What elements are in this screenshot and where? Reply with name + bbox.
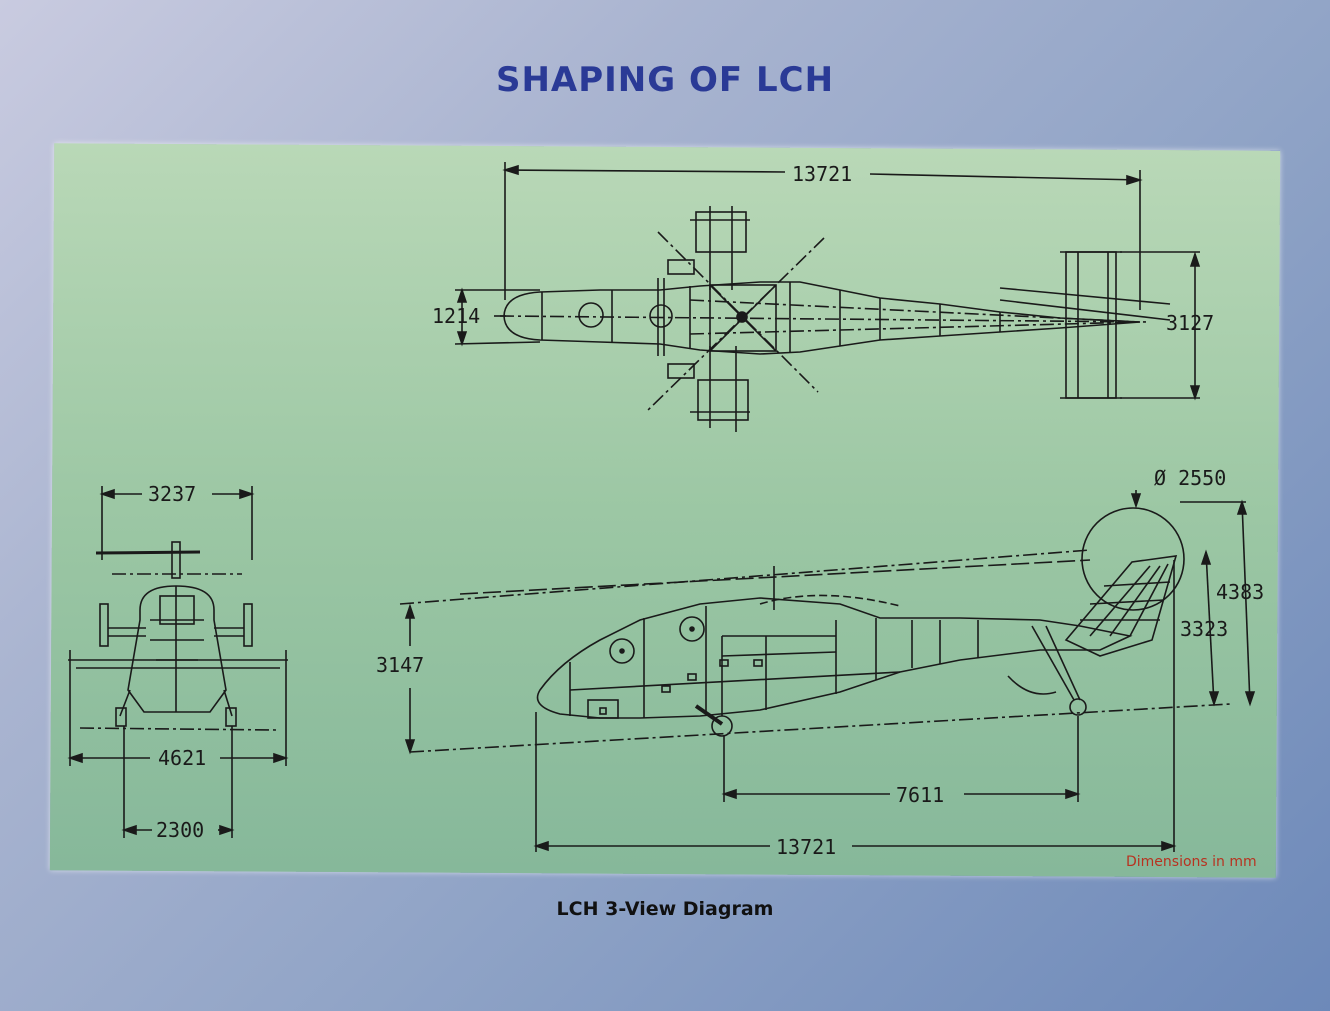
units-note: Dimensions in mm [1126, 854, 1257, 870]
dim-front-track: 4621 [158, 746, 206, 770]
dim-tail-span: 3127 [1166, 311, 1214, 335]
dim-top-length: 13721 [792, 162, 852, 186]
dim-tail-height-total: 4383 [1216, 580, 1264, 604]
top-view: 13721 [432, 162, 1214, 432]
dim-side-length: 13721 [776, 835, 836, 859]
dim-side-height: 3147 [376, 653, 424, 677]
dim-front-skid: 2300 [156, 818, 204, 842]
dim-tail-rotor-diameter: Ø 2550 [1154, 466, 1226, 490]
diagram-caption: LCH 3-View Diagram [556, 898, 774, 920]
page-title: SHAPING OF LCH [495, 60, 835, 100]
dim-front-rotor-width: 3237 [148, 482, 196, 506]
side-view: Ø 2550 3147 4383 3323 7611 [376, 466, 1264, 859]
dim-wheelbase: 7611 [896, 783, 944, 807]
front-view: 3237 4621 [67, 482, 289, 842]
dim-top-width: 1214 [432, 304, 480, 328]
dim-tail-height-fin: 3323 [1180, 617, 1228, 641]
